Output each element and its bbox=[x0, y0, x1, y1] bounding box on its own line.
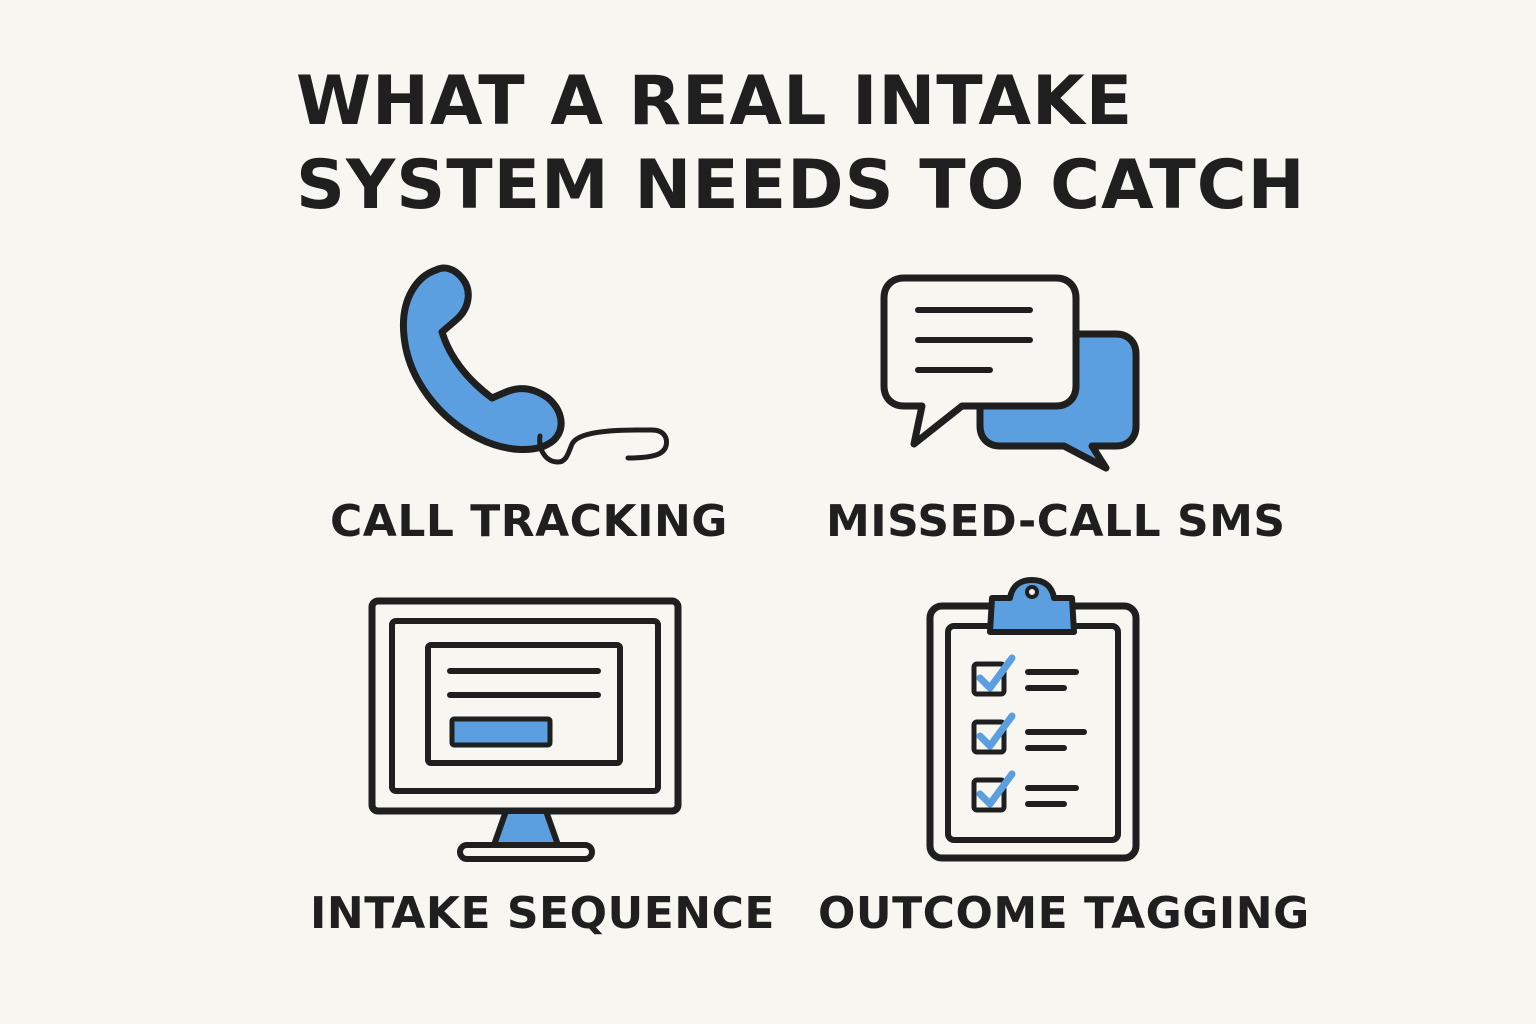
diagram-title: WHAT A REAL INTAKE SYSTEM NEEDS TO CATCH bbox=[296, 60, 1306, 228]
title-line-1: WHAT A REAL INTAKE bbox=[296, 62, 1134, 141]
phone-handset-icon bbox=[399, 264, 669, 465]
chat-bubbles-icon bbox=[880, 274, 1140, 472]
label-outcome-tagging: OUTCOME TAGGING bbox=[818, 888, 1310, 939]
clipboard-checklist-icon bbox=[926, 577, 1140, 862]
title-line-2: SYSTEM NEEDS TO CATCH bbox=[296, 146, 1306, 225]
computer-monitor-icon bbox=[368, 597, 682, 862]
label-call-tracking: CALL TRACKING bbox=[330, 496, 728, 547]
label-intake-sequence: INTAKE SEQUENCE bbox=[310, 888, 775, 939]
label-missed-call-sms: MISSED-CALL SMS bbox=[826, 496, 1286, 547]
